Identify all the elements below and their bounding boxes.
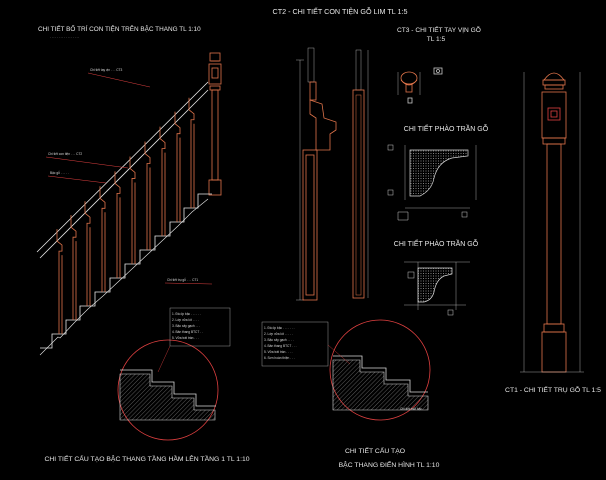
stair-balusters xyxy=(56,97,195,334)
svg-text:Chi tiết mũi bậc . .: Chi tiết mũi bậc . . xyxy=(400,407,426,411)
stair-newel-post xyxy=(208,52,222,196)
svg-text:5. Vữa trát trần . . .: 5. Vữa trát trần . . . xyxy=(172,336,199,340)
molding-2-title: CHI TIẾT PHÀO TRẦN GỖ xyxy=(394,238,479,248)
svg-text:2. Lớp vữa lót . . . . .: 2. Lớp vữa lót . . . . . xyxy=(264,332,293,336)
stair-layout-subtitle-note: . . . . . . . . . . . . . . . . . xyxy=(50,35,79,39)
svg-text:3. Bậc xây gạch . . . .: 3. Bậc xây gạch . . . . xyxy=(264,338,294,342)
stair-baluster xyxy=(159,126,166,236)
baluster-elevation xyxy=(296,47,337,301)
molding-1-title: CHI TIẾT PHÀO TRẦN GỖ xyxy=(404,123,489,133)
stair-baluster xyxy=(84,201,91,306)
newel-post-title: CT1 - CHI TIẾT TRỤ GỖ TL 1:5 xyxy=(505,384,601,394)
svg-text:5. Vữa trát trần . . . .: 5. Vữa trát trần . . . . xyxy=(264,350,293,354)
handrail-section-drawing xyxy=(397,67,443,104)
typical-stair-section-title-1: CHI TIẾT CẤU TẠO xyxy=(345,445,405,455)
baluster-side-section xyxy=(352,49,369,299)
handrail-title: CT3 - CHI TIẾT TAY VỊN GỖ xyxy=(397,24,481,34)
stair-baluster xyxy=(56,229,63,334)
stair-baluster xyxy=(99,186,106,292)
svg-text:4. Bản thang BTCT . .: 4. Bản thang BTCT . . xyxy=(172,330,203,334)
stair-baluster xyxy=(188,97,195,208)
leader-note-step: Bậc gỗ . . . . . xyxy=(50,170,69,175)
basement-stair-section-title: CHI TIẾT CẤU TẠO BẬC THANG TẦNG HẦM LÊN … xyxy=(44,453,249,463)
svg-text:3. Bậc xây gạch . . .: 3. Bậc xây gạch . . . xyxy=(172,324,200,328)
stair-baluster xyxy=(114,171,121,278)
typical-stair-section-title-2: BẬC THANG ĐIỂN HÌNH TL 1:10 xyxy=(339,460,440,469)
stair-layout-drawing: Chi tiết tay vịn . . . CT3 Chi tiết con … xyxy=(36,52,222,356)
typical-stair-section-drawing: 1. Đá ốp bậc . . . . . . . 2. Lớp vữa ló… xyxy=(261,319,431,421)
stair-baluster xyxy=(129,156,136,264)
stair-layout-title: CHI TIẾT BỐ TRÍ CON TIỆN TRÊN BẬC THANG … xyxy=(38,23,201,33)
sheet-title: CT2 - CHI TIẾT CON TIỆN GỖ LIM TL 1:5 xyxy=(273,6,408,16)
svg-text:2. Lớp vữa lót . . . .: 2. Lớp vữa lót . . . . xyxy=(172,318,199,322)
stair-baluster xyxy=(174,111,181,222)
leader-note-newel: Chi tiết trụ gỗ . . . CT1 xyxy=(167,277,198,282)
svg-text:1. Đá ốp bậc . . . . . .: 1. Đá ốp bậc . . . . . . xyxy=(172,312,201,316)
ceiling-molding-1-drawing xyxy=(387,144,477,221)
basement-stair-section-drawing: 1. Đá ốp bậc . . . . . . 2. Lớp vữa lót … xyxy=(117,307,231,441)
svg-text:1. Đá ốp bậc . . . . . . .: 1. Đá ốp bậc . . . . . . . xyxy=(264,326,295,330)
stair-baluster xyxy=(70,215,77,320)
svg-text:6. Sơn hoàn thiện . . .: 6. Sơn hoàn thiện . . . xyxy=(264,356,295,360)
leader-note-baluster: Chi tiết con tiện . . . CT2 xyxy=(48,152,82,156)
svg-text:4. Bản thang BTCT . . .: 4. Bản thang BTCT . . . xyxy=(264,344,297,348)
newel-post-detail-drawing xyxy=(520,72,584,373)
stair-baluster xyxy=(144,141,151,250)
handrail-scale: TL 1:5 xyxy=(427,36,446,43)
leader-note-handrail: Chi tiết tay vịn . . . CT3 xyxy=(90,68,122,72)
ceiling-molding-2-drawing xyxy=(404,261,470,316)
